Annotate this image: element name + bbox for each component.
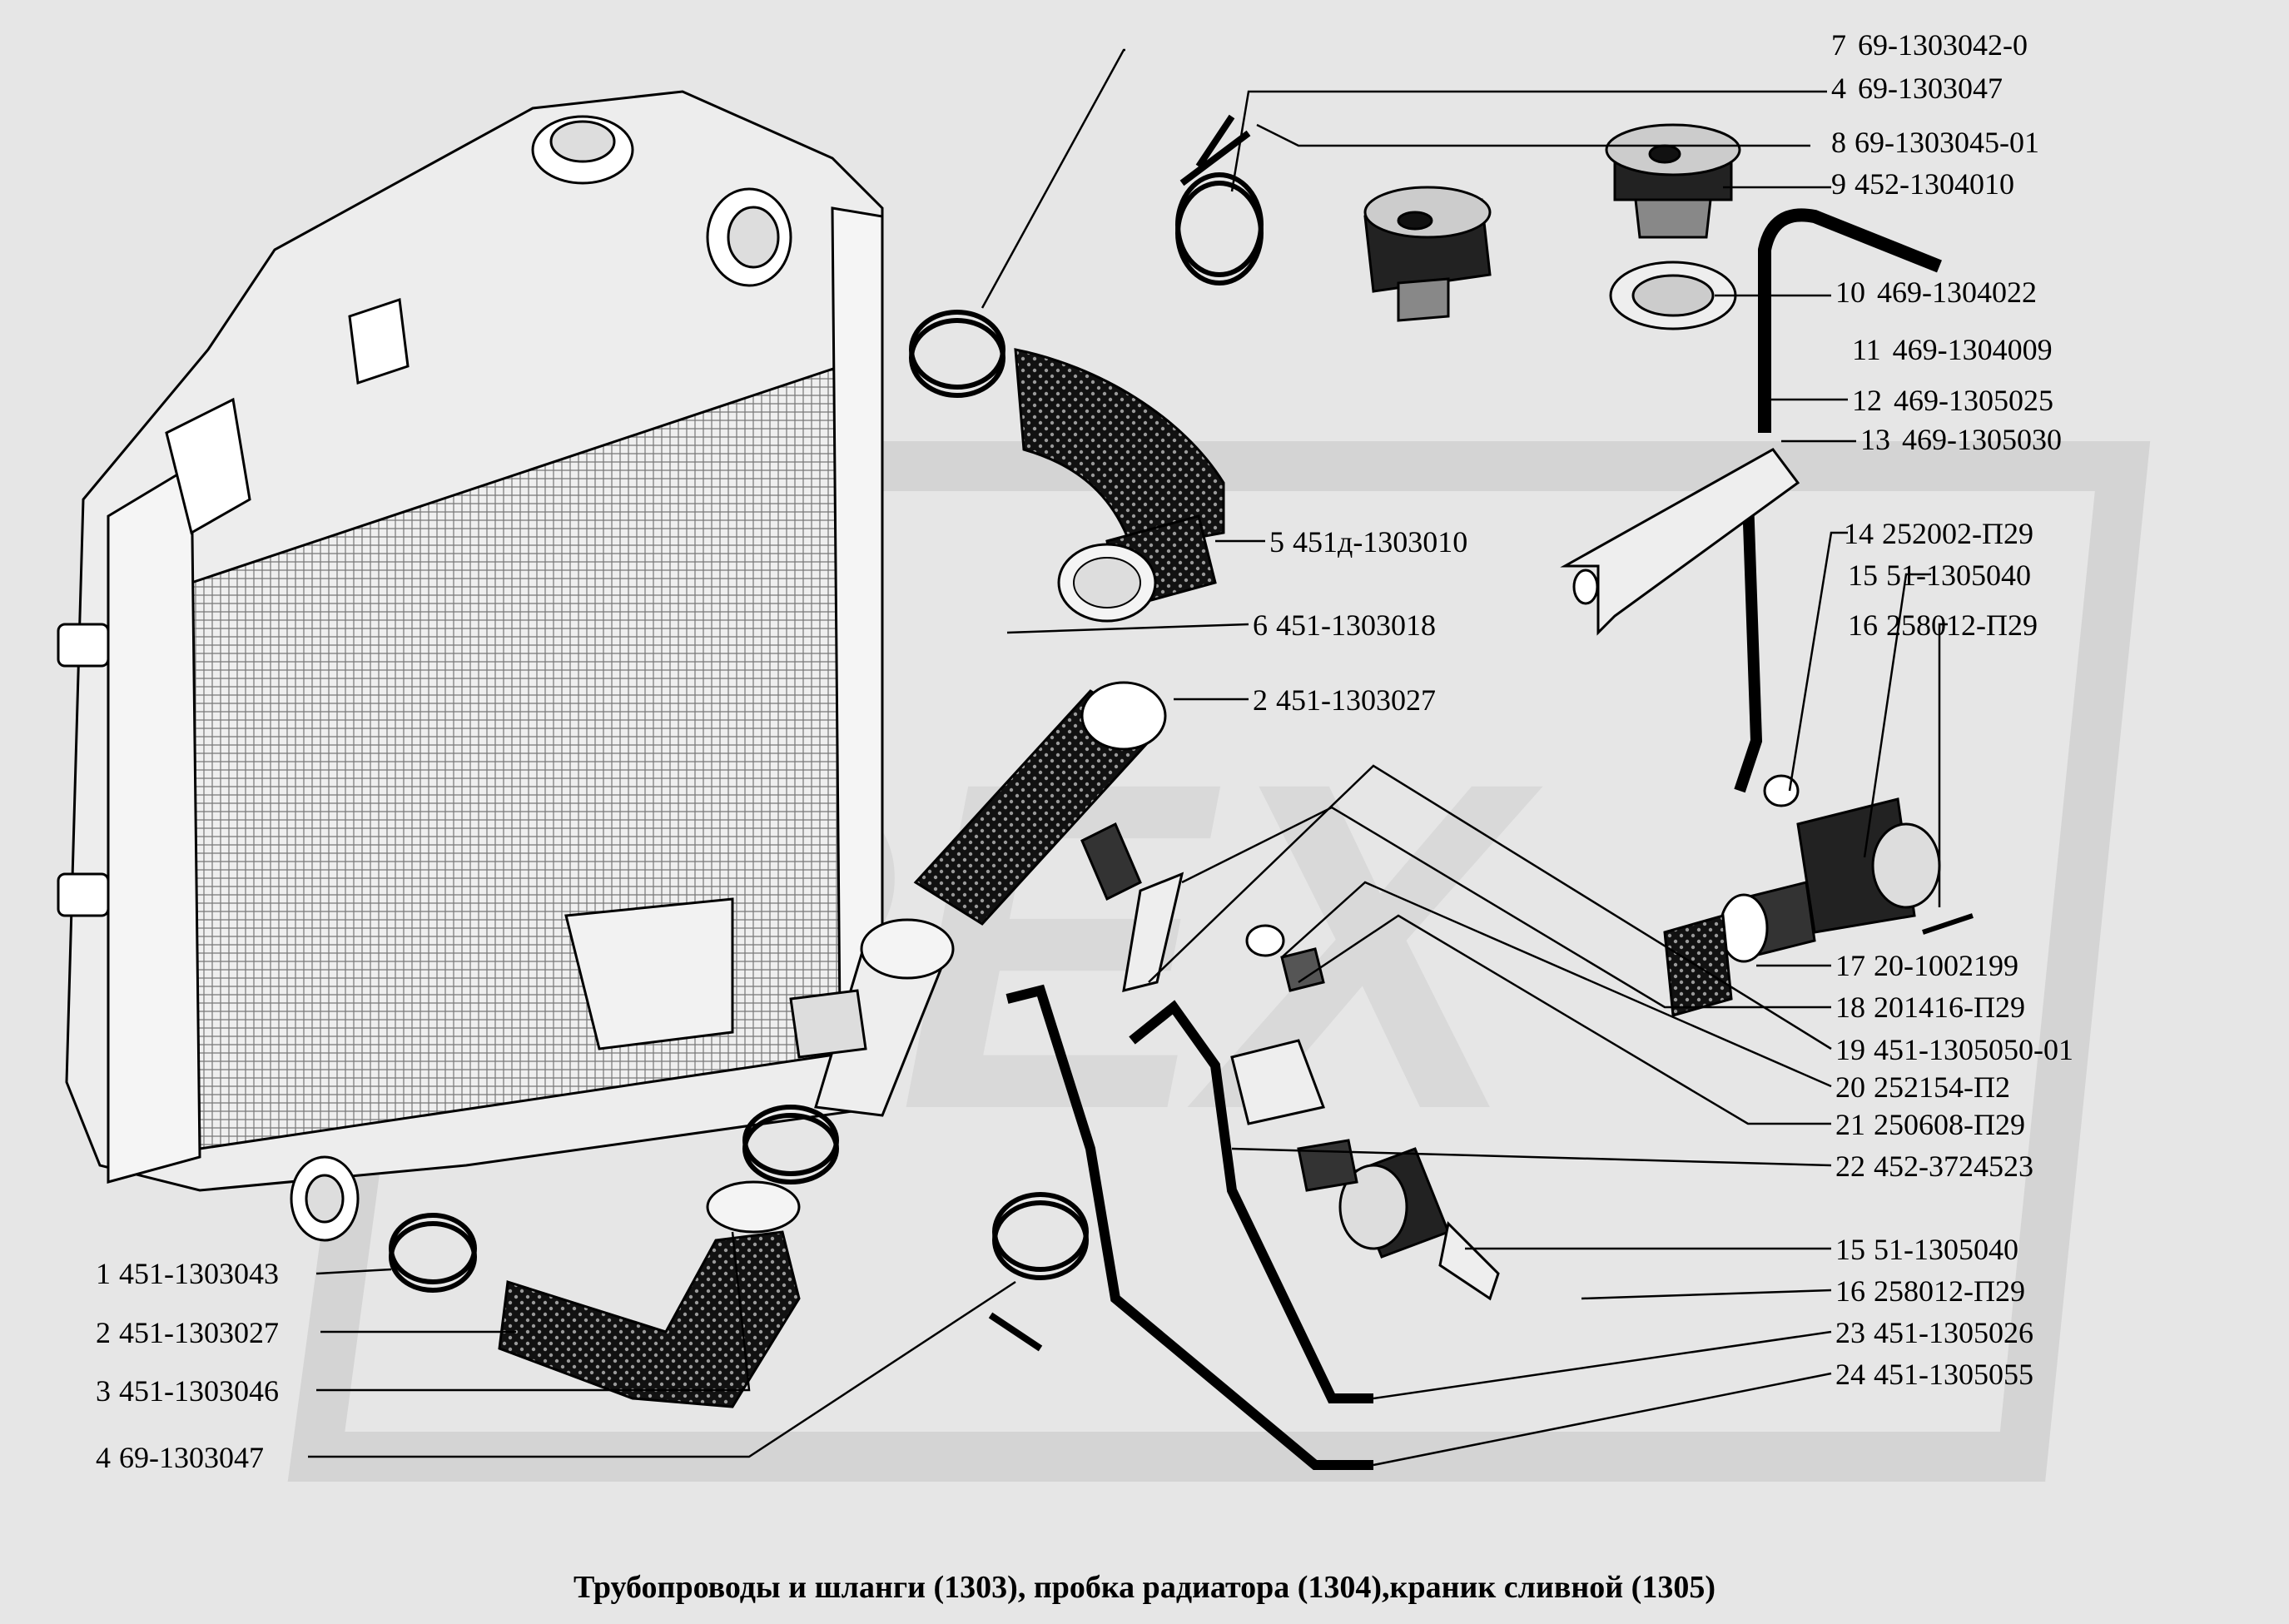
overflow-tube-and-bracket: [1560, 208, 1942, 793]
radiator-drawing: [57, 90, 884, 1242]
upper-radiator-hose: [1014, 348, 1225, 623]
drain-tubes-and-lower-cock: [1005, 984, 1500, 1470]
hose-clamps-bottom: [389, 1105, 1089, 1352]
small-fasteners: [1080, 822, 1325, 993]
lower-radiator-hose: [498, 1180, 801, 1408]
leader-lines: [308, 48, 1948, 1467]
radiator-caps: [1363, 123, 1741, 330]
hose-clamps-top: [909, 114, 1264, 398]
hose-and-pipe-center: [789, 681, 1167, 1117]
figure-caption: Трубопроводы и шланги (1303), пробка рад…: [573, 1570, 1716, 1605]
drain-cock-upper: [1663, 774, 1974, 1017]
